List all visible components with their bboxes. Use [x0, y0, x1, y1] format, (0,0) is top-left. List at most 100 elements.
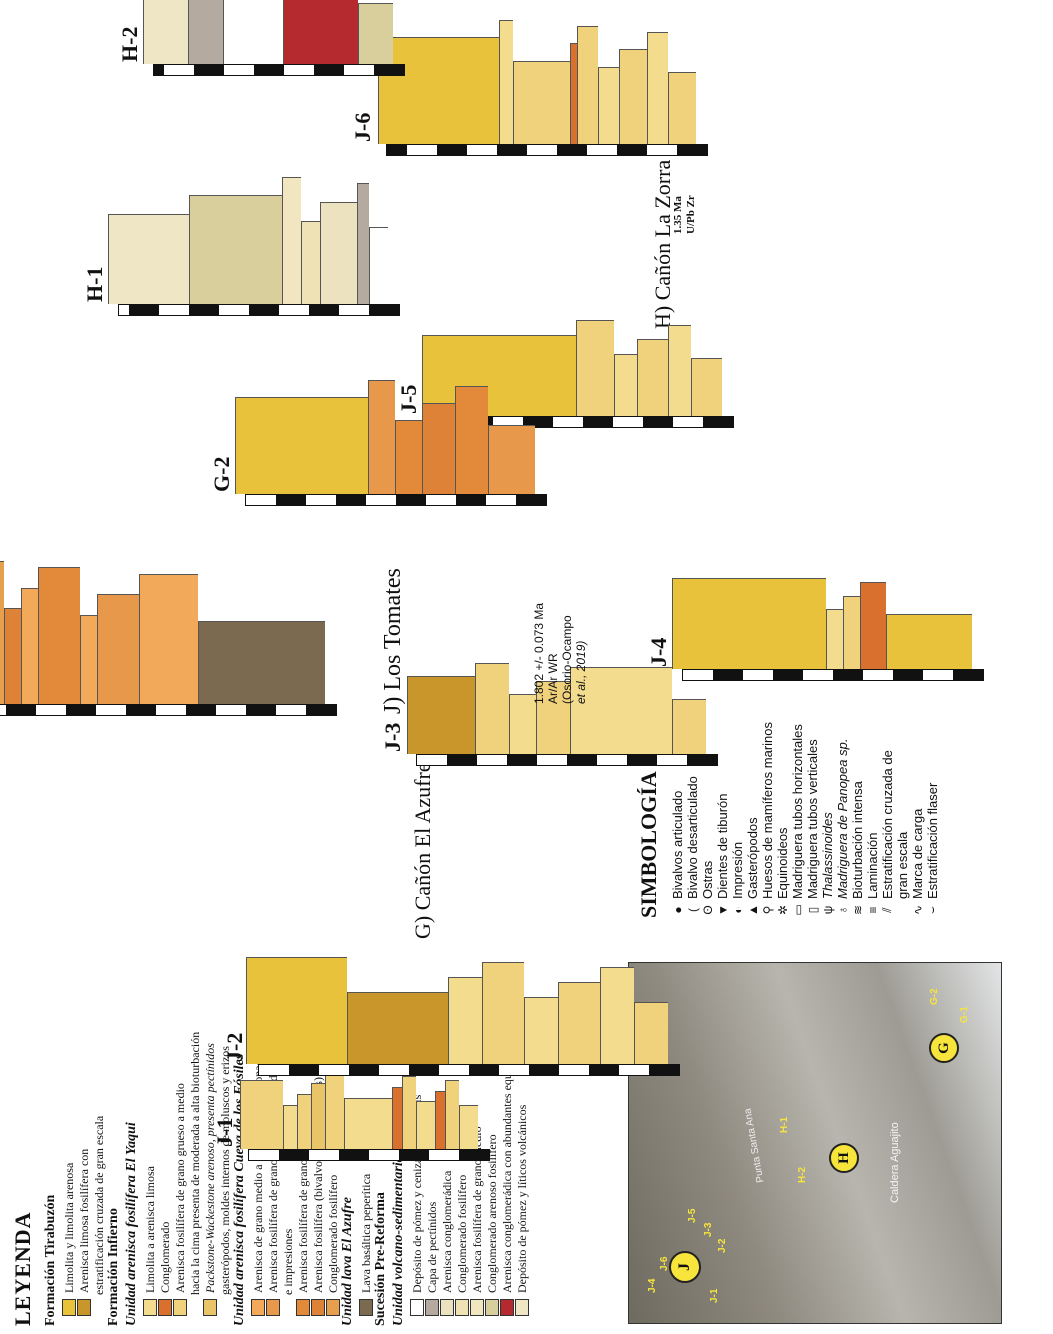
strat-layer: [691, 358, 722, 416]
strat-layer: [139, 574, 198, 704]
strat-layer: [223, 0, 283, 64]
strat-layer: [843, 596, 860, 669]
strat-column-g-2: G-2: [209, 369, 561, 506]
column-label: H-2: [117, 26, 142, 62]
strat-layer: [358, 3, 393, 64]
strat-layer: [282, 176, 301, 304]
strat-column-j-4: J-4: [646, 569, 998, 681]
strat-layer: [455, 385, 488, 494]
strat-layer: [435, 1090, 445, 1149]
column-label: J-2: [222, 1032, 247, 1062]
strat-layer: [634, 1002, 668, 1064]
strat-layer: [395, 419, 422, 494]
strat-layer: [445, 1079, 459, 1149]
strat-layer: [235, 397, 368, 494]
strat-layer: [0, 560, 4, 704]
strat-layer: [600, 967, 634, 1064]
strat-layer: [672, 699, 706, 754]
column-label: G-2: [209, 456, 234, 492]
strat-layer: [475, 663, 509, 754]
strat-layer: [448, 977, 482, 1064]
strat-layer: [459, 1105, 478, 1149]
strat-layer: [647, 31, 668, 144]
scale-bar: [386, 144, 708, 156]
g1-date-note: 1.802 +/- 0.073 Ma Ar/Ar WR (Osorio-Ocam…: [532, 603, 588, 704]
strat-layer: [297, 1094, 311, 1149]
strat-layer: [672, 578, 826, 669]
strat-layer: [513, 60, 570, 144]
strat-layer: [614, 353, 637, 416]
strat-layer: [283, 0, 358, 64]
strat-layer: [246, 957, 347, 1064]
strat-column-j-2: J-2: [222, 952, 694, 1076]
strat-layer: [402, 1076, 416, 1149]
strat-layer: [826, 609, 843, 669]
g1-date: 1.802 +/- 0.073 Ma: [532, 602, 546, 704]
strat-layer: [860, 582, 886, 669]
scale-bar: [245, 494, 547, 506]
strat-layer: [368, 380, 395, 494]
strat-layer: [598, 66, 619, 144]
strat-layer: [392, 1087, 402, 1149]
strat-layer: [668, 72, 696, 144]
strat-layer: [344, 1097, 392, 1149]
scale-bar: [258, 1064, 680, 1076]
strat-layer: [577, 25, 598, 144]
strat-column-g-1: G-1: [0, 554, 351, 716]
strat-layer: [576, 320, 614, 416]
strat-layer: [301, 220, 320, 304]
strat-layer: [188, 0, 223, 64]
g1-ref-1: (Osorio-Ocampo: [560, 615, 574, 704]
strat-layer: [80, 614, 97, 704]
strat-layer: [240, 1079, 283, 1149]
strat-layer: [108, 214, 189, 304]
strat-layer: [347, 992, 448, 1064]
strat-layer: [668, 325, 691, 416]
scale-bar: [153, 64, 405, 76]
strat-column-h-1: H-1: [82, 164, 414, 316]
g1-ref-2: et al., 2019): [574, 640, 588, 704]
strat-layer: [143, 0, 188, 64]
scale-bar: [118, 304, 400, 316]
strat-layer: [416, 1101, 435, 1149]
strat-layer: [325, 1072, 344, 1149]
strat-layer: [38, 567, 80, 704]
strat-layer: [407, 676, 475, 754]
h1-method: U/Pb Zr: [685, 195, 697, 234]
strat-layer: [4, 608, 21, 704]
strat-layer: [198, 621, 325, 704]
strat-layer: [311, 1083, 325, 1149]
strat-column-j-1: J-1: [212, 1069, 504, 1161]
strat-column-h-2: H-2: [117, 0, 419, 76]
strat-layer: [570, 43, 577, 144]
strat-layer: [619, 49, 647, 144]
strat-layer: [21, 587, 38, 704]
scale-bar: [0, 704, 337, 716]
strat-layer: [499, 19, 513, 144]
column-label: J-6: [350, 112, 375, 142]
strat-layer: [482, 962, 524, 1064]
strat-layer: [524, 997, 558, 1064]
column-label: J-4: [646, 637, 671, 667]
strat-column-j-6: J-6: [350, 14, 722, 156]
strat-layer: [357, 182, 369, 304]
strat-layer: [283, 1105, 297, 1149]
strat-layer: [488, 425, 535, 494]
column-label: J-1: [212, 1117, 237, 1147]
strat-layer: [886, 614, 972, 669]
column-label: J-3: [380, 722, 405, 752]
h1-date: 1.35 Ma: [672, 196, 684, 234]
strat-layer: [637, 339, 668, 416]
scale-bar: [682, 669, 984, 681]
scale-bar: [416, 754, 718, 766]
strat-layer: [369, 227, 388, 304]
column-label: H-1: [82, 266, 107, 302]
g1-method: Ar/Ar WR: [546, 653, 560, 704]
scale-bar: [248, 1149, 490, 1161]
strat-layer: [320, 201, 357, 304]
strat-layer: [558, 982, 600, 1064]
h1-date-note: 1.35 Ma U/Pb Zr: [672, 195, 698, 234]
